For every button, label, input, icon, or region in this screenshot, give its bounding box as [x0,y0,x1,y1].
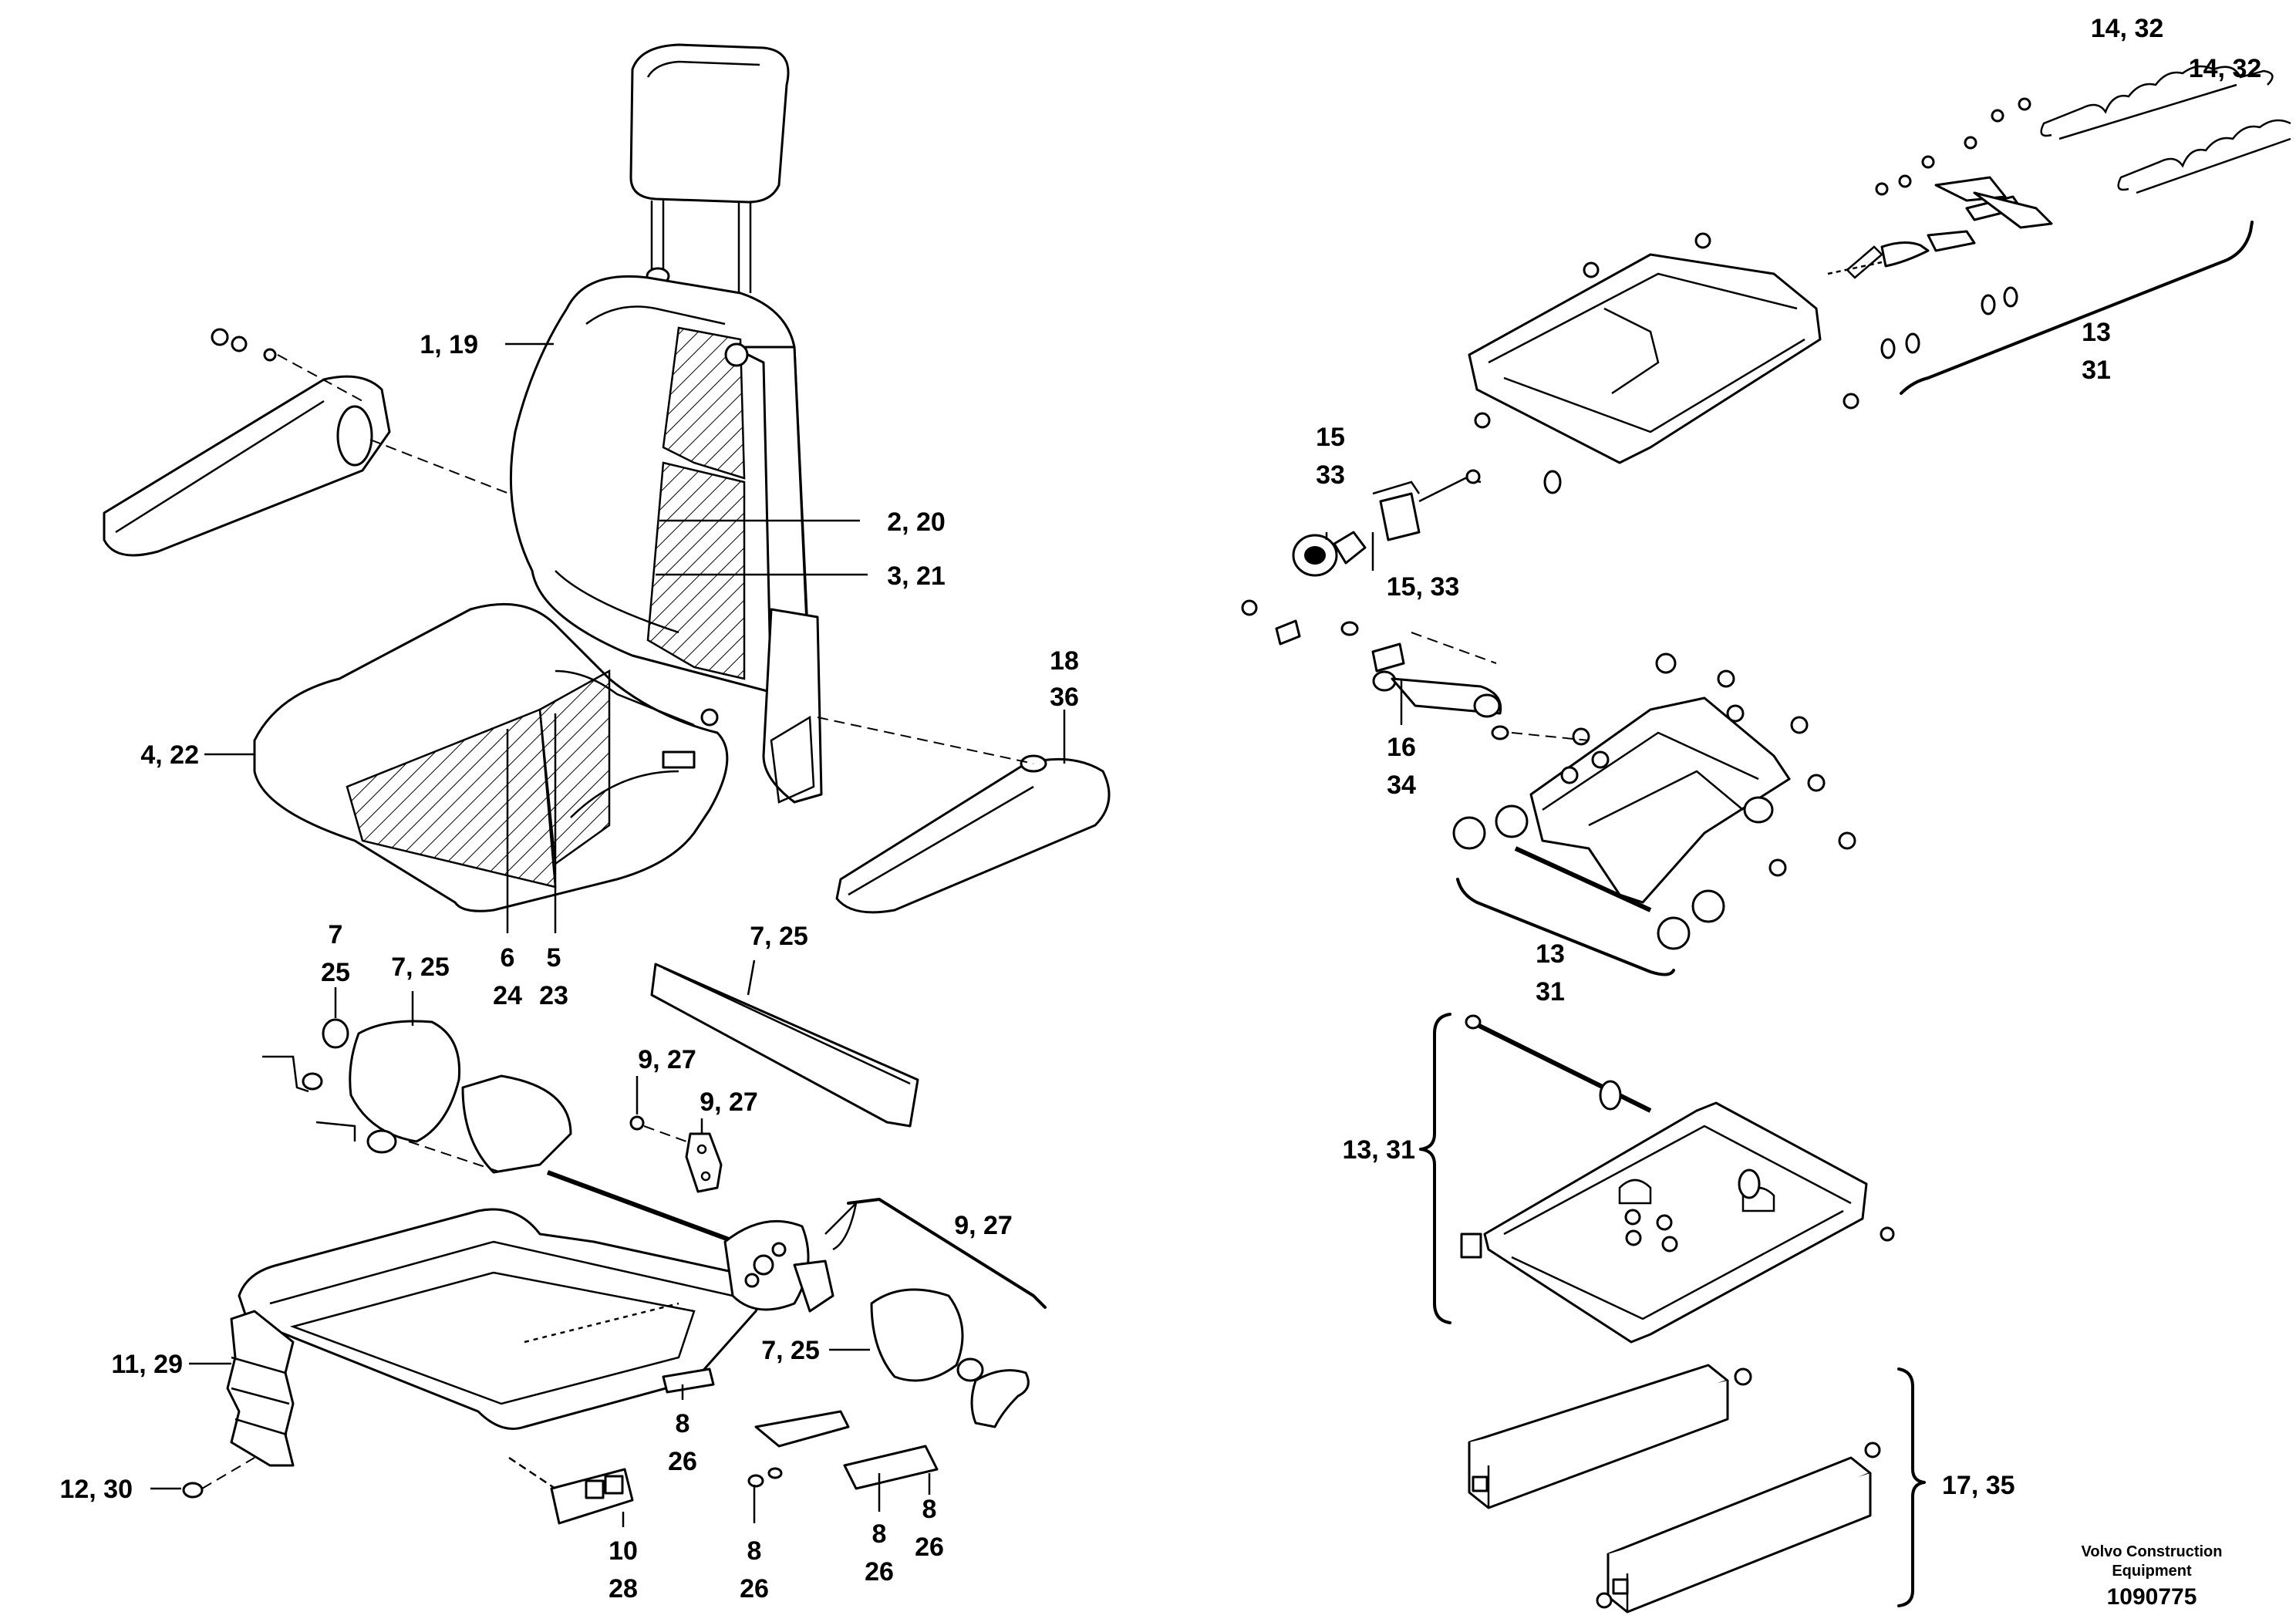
company-name-line1: Volvo Construction [2082,1543,2223,1560]
label-bellows: 11, 29 [111,1350,183,1379]
label-clip-d-1: 8 [922,1495,937,1524]
left-labels: 1, 19 2, 20 3, 21 4, 22 6 24 5 23 18 36 … [59,330,1078,1603]
label-armrest-right-1: 18 [1050,646,1079,676]
label-screw: 12, 30 [59,1475,133,1504]
label-side-trim: 7, 25 [750,922,808,951]
label-adjust-knob-1: 15 [1316,423,1345,452]
label-adjust-knob-2: 33 [1316,460,1345,490]
right-labels: 14, 32 14, 32 13 31 15 33 15, 33 16 34 1… [1316,14,2261,1500]
seat-pan-frame [238,1170,810,1430]
lumbar-assembly [262,1018,572,1174]
back-frame [646,326,823,804]
label-seat-cushion: 4, 22 [140,740,199,770]
clips [662,1367,939,1490]
slide-rails [1468,1364,1881,1614]
label-clip-a-1: 8 [676,1409,690,1438]
label-damper-2: 34 [1387,771,1416,800]
label-lumbar-cover: 7, 25 [391,953,450,982]
label-switch-block-2: 28 [609,1574,638,1603]
drawing-number: 1090775 [2107,1584,2197,1610]
armrest-right [700,708,1111,914]
link-parts [1827,97,2053,359]
armrest-left [103,328,510,557]
label-spring-b: 14, 32 [2189,54,2262,83]
label-knob-top-2: 25 [321,958,350,987]
label-cushion-insert-a-2: 24 [493,981,522,1010]
label-knob-top-1: 7 [329,920,343,949]
label-clip-c-2: 26 [865,1557,894,1587]
label-scissor-1: 13 [1536,939,1565,969]
label-recliner-group: 9, 27 [954,1211,1013,1240]
label-base-frame: 13, 31 [1342,1135,1415,1165]
base-frame [1460,1014,1895,1344]
bellows [226,1310,295,1467]
switch-block [508,1456,634,1525]
label-switch-block-1: 10 [609,1536,638,1566]
left-leaders [150,342,1066,1527]
label-recliner-cover: 7, 25 [761,1336,820,1365]
seat-cushion [253,602,729,912]
label-clip-b-1: 8 [747,1536,762,1566]
footer: Volvo Construction Equipment 1090775 [2082,1543,2223,1610]
label-cushion-insert-b-2: 23 [539,981,568,1010]
adjust-knob [1292,469,1482,577]
label-lever-plate-a: 9, 27 [638,1045,696,1074]
label-clip-b-2: 26 [740,1574,769,1603]
label-clip-a-2: 26 [668,1447,697,1476]
damper [1241,599,1509,740]
label-spring-a: 14, 32 [2091,14,2164,43]
label-cushion-insert-b-1: 5 [547,943,561,973]
label-back-pad-upper: 2, 20 [887,508,946,537]
lever-plates [629,1115,723,1193]
label-adjust-bracket: 15, 33 [1387,572,1460,602]
recliner-mechanism [793,1200,1030,1428]
scissor-mechanism [1411,632,1856,950]
label-clip-d-2: 26 [915,1533,944,1562]
right-braces [1325,221,2254,1607]
springs [2040,65,2291,194]
screw [182,1457,255,1499]
label-slide-rails: 17, 35 [1942,1471,2015,1500]
label-damper-1: 16 [1387,733,1416,762]
label-upper-frame-1: 13 [2082,318,2111,347]
label-back-pad-lower: 3, 21 [887,561,946,591]
label-seat-back: 1, 19 [420,330,478,359]
label-clip-c-1: 8 [872,1519,887,1549]
label-upper-frame-2: 31 [2082,356,2111,385]
label-scissor-2: 31 [1536,977,1565,1007]
company-name-line2: Equipment [2112,1563,2192,1580]
label-cushion-insert-a-1: 6 [501,943,515,973]
label-armrest-right-2: 36 [1050,683,1079,712]
label-lever-plate-b: 9, 27 [700,1088,758,1117]
side-trim-bar [650,963,919,1128]
upper-frame [1468,232,1859,494]
